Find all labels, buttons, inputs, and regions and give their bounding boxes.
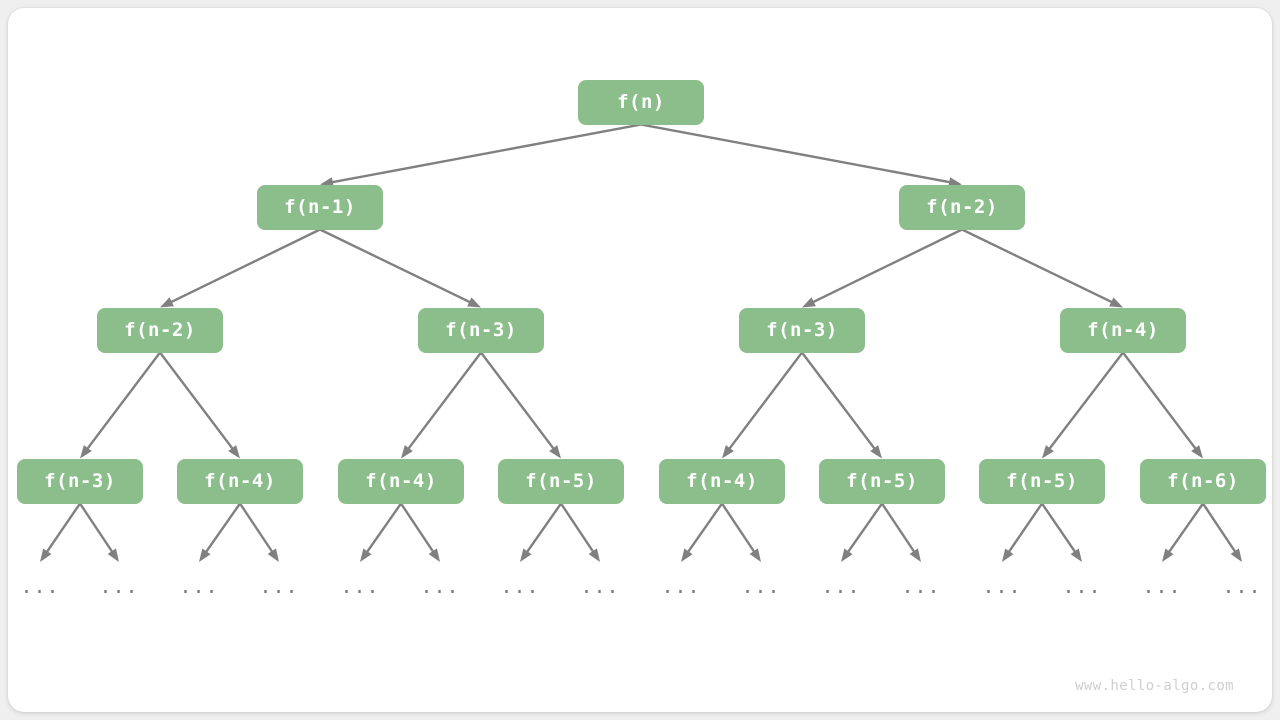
ellipsis-marker: ... [20, 574, 60, 598]
ellipsis-marker: ... [1222, 574, 1262, 598]
tree-node[interactable]: f(n-3) [17, 458, 143, 504]
watermark: www.hello-algo.com [1075, 678, 1234, 694]
tree-node[interactable]: f(n) [578, 79, 704, 125]
tree-node[interactable]: f(n-2) [97, 307, 223, 353]
tree-node[interactable]: f(n-5) [979, 458, 1105, 504]
ellipsis-marker: ... [420, 574, 460, 598]
ellipsis-marker: ... [580, 574, 620, 598]
ellipsis-marker: ... [99, 574, 139, 598]
ellipsis-marker: ... [340, 574, 380, 598]
ellipsis-marker: ... [741, 574, 781, 598]
ellipsis-marker: ... [500, 574, 540, 598]
tree-node[interactable]: f(n-4) [1060, 307, 1186, 353]
tree-node[interactable]: f(n-4) [659, 458, 785, 504]
tree-node[interactable]: f(n-5) [498, 458, 624, 504]
tree-node[interactable]: f(n-4) [177, 458, 303, 504]
tree-node[interactable]: f(n-6) [1140, 458, 1266, 504]
ellipsis-marker: ... [1062, 574, 1102, 598]
ellipsis-marker: ... [179, 574, 219, 598]
tree-node[interactable]: f(n-1) [257, 184, 383, 230]
tree-node[interactable]: f(n-2) [899, 184, 1025, 230]
ellipsis-marker: ... [259, 574, 299, 598]
ellipsis-marker: ... [901, 574, 941, 598]
ellipsis-marker: ... [821, 574, 861, 598]
tree-node[interactable]: f(n-3) [418, 307, 544, 353]
tree-node[interactable]: f(n-4) [338, 458, 464, 504]
ellipsis-marker: ... [1142, 574, 1182, 598]
ellipsis-marker: ... [982, 574, 1022, 598]
tree-node[interactable]: f(n-3) [739, 307, 865, 353]
ellipsis-marker: ... [661, 574, 701, 598]
tree-node[interactable]: f(n-5) [819, 458, 945, 504]
